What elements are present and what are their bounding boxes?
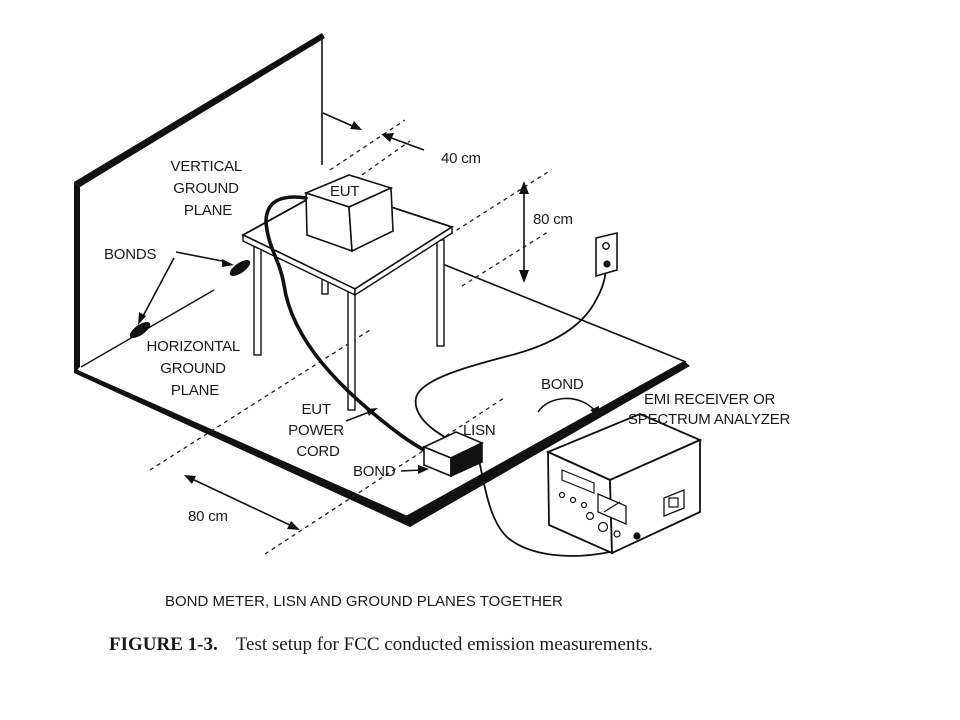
eut-box: EUT: [303, 174, 394, 253]
bond-arrow-receiver: [537, 397, 599, 418]
dimension-40cm: 40 cm: [322, 112, 481, 167]
label-horizontal-line3: PLANE: [171, 382, 219, 399]
label-80cm-height: 80 cm: [533, 211, 573, 228]
label-emi-line2: SPECTRUM ANALYZER: [628, 411, 791, 428]
label-40cm: 40 cm: [441, 150, 481, 167]
dimension-80cm-floor: 80 cm: [184, 475, 300, 530]
label-cord-line3: CORD: [296, 443, 340, 460]
label-lisn: LISN: [463, 422, 496, 439]
label-pointers: [345, 408, 429, 474]
label-bond-lisn: BOND: [353, 463, 396, 480]
horizontal-ground-plane: [74, 262, 690, 527]
bond-note: BOND METER, LISN AND GROUND PLANES TOGET…: [165, 593, 563, 610]
label-vertical-ground-plane: VERTICAL GROUND PLANE: [171, 158, 246, 219]
lisn-box: LISN: [422, 422, 496, 478]
caption-number: FIGURE 1-3.: [109, 634, 218, 655]
wall-outlet: [595, 231, 618, 278]
dimension-80cm-height: 80 cm: [519, 181, 573, 283]
caption-text: Test setup for FCC conducted emission me…: [236, 634, 653, 655]
label-emi-line1: EMI RECEIVER OR: [644, 391, 776, 408]
label-cord-line1: EUT: [301, 401, 330, 418]
figure-caption: FIGURE 1-3. Test setup for FCC conducted…: [109, 634, 653, 655]
label-horizontal-ground-plane: HORIZONTAL GROUND PLANE: [147, 338, 244, 399]
label-emi-receiver: EMI RECEIVER OR SPECTRUM ANALYZER: [628, 391, 791, 428]
label-horizontal-line2: GROUND: [160, 360, 226, 377]
bond-clamps: [129, 251, 251, 339]
label-bond-receiver: BOND: [541, 376, 584, 393]
emi-receiver: [545, 413, 703, 555]
label-vertical-line2: GROUND: [173, 180, 239, 197]
label-cord-line2: POWER: [288, 422, 344, 439]
label-eut-power-cord: EUT POWER CORD: [288, 401, 348, 460]
label-horizontal-line1: HORIZONTAL: [147, 338, 240, 355]
label-vertical-line3: PLANE: [184, 202, 232, 219]
label-eut: EUT: [330, 183, 359, 200]
label-bonds: BONDS: [104, 246, 157, 263]
label-vertical-line1: VERTICAL: [171, 158, 242, 175]
label-80cm-floor: 80 cm: [188, 508, 228, 525]
